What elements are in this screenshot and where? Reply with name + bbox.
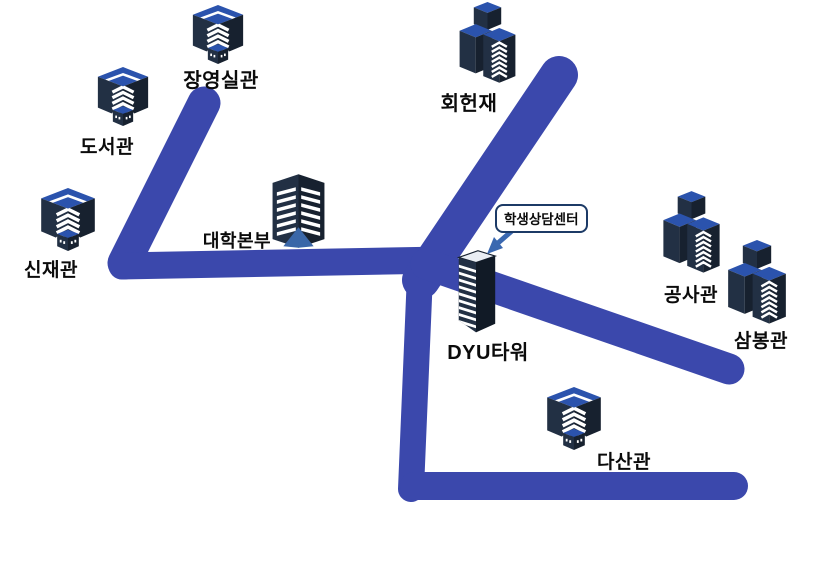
building-sinjaegwan (37, 187, 99, 253)
building-label-sambonggwan: 삼봉관 (734, 331, 788, 352)
callout-student-counseling-center: 학생상담센터 (495, 204, 588, 233)
building-label-hoeheonjae: 회헌재 (440, 93, 498, 115)
tall-tower-icon (452, 247, 500, 338)
building-label-dasangwan: 다산관 (597, 452, 651, 473)
office-building-icon (94, 66, 152, 128)
headquarters-building-icon (267, 171, 330, 251)
building-label-sinjaegwan: 신재관 (24, 260, 78, 281)
building-hoeheonjae (457, 1, 518, 88)
building-daehakbonbu (267, 171, 330, 251)
building-label-daehakbonbu: 대학본부 (202, 231, 272, 251)
road-jangyeongsil-branch (107, 86, 221, 280)
building-jangyeongsil (189, 4, 247, 66)
office-building-icon (542, 386, 606, 452)
building-complex-icon (724, 239, 790, 329)
road-main-horizontal (108, 246, 458, 280)
building-label-jangyeongsil: 장영실관 (183, 70, 259, 92)
building-doseogwan (94, 66, 152, 128)
building-dyu-tower (452, 247, 500, 338)
building-label-gongsagwan: 공사관 (664, 285, 718, 306)
building-sambonggwan (724, 239, 790, 329)
road-hoeheonjae-branch (402, 56, 578, 299)
building-label-dyu-tower: DYU타워 (447, 342, 529, 364)
building-complex-icon (457, 1, 518, 88)
office-building-icon (37, 187, 99, 253)
road-vertical (398, 261, 433, 502)
building-gongsagwan (661, 187, 722, 281)
building-dasangwan (542, 386, 606, 452)
building-label-doseogwan: 도서관 (80, 137, 134, 158)
office-building-icon (189, 4, 247, 66)
building-complex-icon (661, 187, 722, 281)
